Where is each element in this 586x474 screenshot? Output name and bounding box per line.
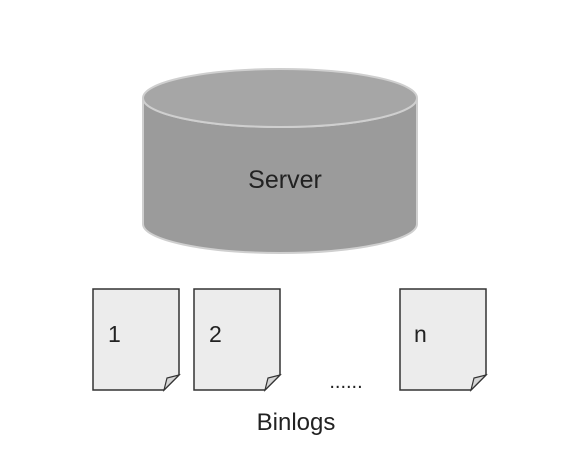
binlog-file-n: n [399, 288, 488, 392]
binlog-file-2: 2 [193, 288, 282, 392]
page-curl [469, 373, 488, 392]
binlog-file-1: 1 [92, 288, 181, 392]
page-curl [162, 373, 181, 392]
file-page [92, 288, 180, 391]
file-page [399, 288, 487, 391]
file-page [193, 288, 281, 391]
server-label: Server [248, 166, 322, 194]
server-cylinder: Server [142, 68, 418, 254]
file-label: 1 [108, 321, 121, 347]
cylinder-top [142, 68, 418, 128]
ellipsis: ...... [329, 371, 362, 393]
page-curl [263, 373, 282, 392]
file-label: 2 [209, 321, 222, 347]
file-label: n [414, 321, 427, 347]
binlogs-caption: Binlogs [257, 409, 336, 436]
